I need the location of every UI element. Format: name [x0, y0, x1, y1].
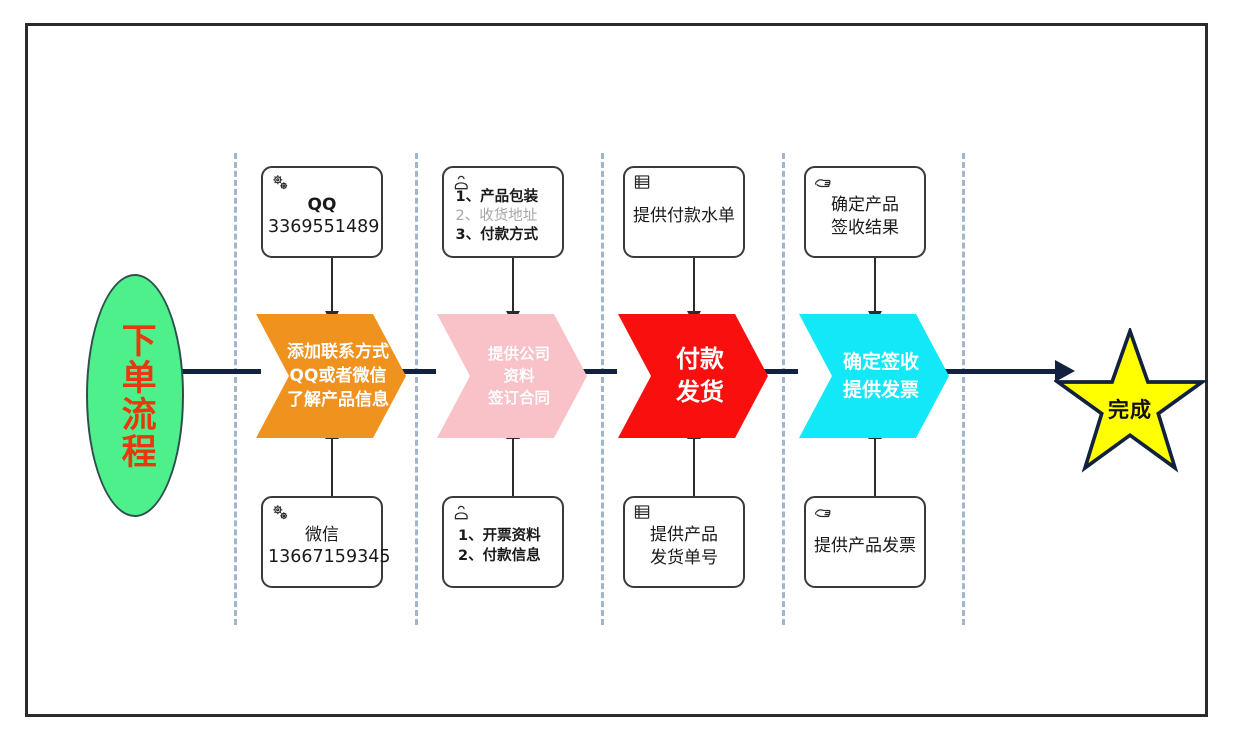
lane-divider-4 [782, 153, 785, 625]
stage-3-label: 付款 发货 [676, 343, 724, 409]
lane-divider-3 [601, 153, 604, 625]
document-list-icon [632, 172, 654, 194]
connector-stage4-to-end [909, 369, 1057, 374]
note-stage3-bottom-body: 提供产品 发货单号 [630, 524, 738, 569]
stage-line: 提供公司 [487, 345, 550, 363]
connector-end-arrowhead [1055, 360, 1075, 382]
stage-line: 资料 [503, 367, 535, 385]
stage-line: 提供发票 [842, 379, 919, 401]
start-node-label: 下单流程 [115, 321, 156, 470]
note-line: 1、产品包装 [455, 188, 539, 205]
stage-line: 签订合同 [487, 389, 550, 407]
connector-start-to-stage1 [156, 369, 261, 374]
note-line: 1、开票资料 [458, 528, 541, 545]
note-stage4-top-body: 确定产品 签收结果 [811, 194, 919, 239]
note-line: 2、付款信息 [458, 547, 541, 564]
vline-stage3-top [693, 258, 695, 314]
vline-stage4-bottom [874, 438, 876, 496]
note-stage2-bottom-body: 1、开票资料 2、付款信息 [440, 527, 566, 565]
gears-icon [270, 502, 292, 524]
note-line: 提供付款水单 [633, 206, 735, 227]
stage-4-label: 确定签收 提供发票 [843, 348, 919, 405]
note-stage3-top[interactable]: 提供付款水单 [623, 166, 745, 258]
note-line: 签收结果 [831, 217, 899, 238]
note-stage2-top-body: 1、产品包装 2、收货地址 3、付款方式 [443, 188, 564, 245]
lane-divider-2 [415, 153, 418, 625]
star-icon [1052, 325, 1208, 473]
end-node-label: 完成 [1108, 398, 1152, 422]
note-stage1-bottom[interactable]: 微信 13667159345 [261, 496, 391, 588]
stage-line: QQ或者微信 [289, 365, 387, 386]
note-line: 确定产品 [831, 195, 899, 216]
stage-2-label: 提供公司 资料 签订合同 [488, 343, 550, 409]
note-stage4-bottom-body: 提供产品发票 [811, 535, 919, 557]
stage-2-process[interactable]: 提供公司 资料 签订合同 [437, 314, 587, 438]
note-stage1-top[interactable]: QQ 3369551489 [261, 166, 383, 258]
stage-line: 了解产品信息 [287, 390, 389, 411]
lane-divider-5 [962, 153, 965, 625]
note-stage3-bottom[interactable]: 提供产品 发货单号 [623, 496, 745, 588]
stage-1-process[interactable]: 添加联系方式 QQ或者微信 了解产品信息 [256, 314, 406, 438]
pointing-hand-icon [813, 172, 835, 194]
note-stage1-bottom-body: 微信 13667159345 [268, 524, 391, 570]
stage-line: 发货 [676, 378, 724, 406]
note-line: 提供产品发票 [814, 536, 916, 557]
stage-3-process[interactable]: 付款 发货 [618, 314, 768, 438]
note-line: 13667159345 [268, 547, 391, 568]
vline-stage4-top [874, 258, 876, 314]
start-node[interactable]: 下单流程 [86, 274, 184, 517]
note-stage4-bottom[interactable]: 提供产品发票 [804, 496, 926, 588]
end-node[interactable]: 完成 [1052, 325, 1208, 474]
note-line: QQ [307, 194, 337, 215]
vline-stage3-bottom [693, 438, 695, 496]
stage-line: 确定签收 [842, 350, 919, 373]
note-stage2-bottom[interactable]: 1、开票资料 2、付款信息 [442, 496, 564, 588]
vline-stage1-top [331, 258, 333, 314]
diagram-frame: 下单流程 QQ 3369551489 添加联系方式 QQ或者微信 了解产 [25, 23, 1208, 717]
note-line: 3369551489 [268, 217, 380, 238]
vline-stage2-top [512, 258, 514, 314]
note-line: 微信 [305, 524, 339, 545]
note-stage4-top[interactable]: 确定产品 签收结果 [804, 166, 926, 258]
note-stage3-top-body: 提供付款水单 [630, 205, 738, 227]
stage-4-process[interactable]: 确定签收 提供发票 [799, 314, 949, 438]
stage-line: 付款 [676, 344, 724, 373]
note-line: 3、付款方式 [455, 227, 539, 244]
person-icon [451, 172, 473, 194]
document-list-icon [632, 502, 654, 524]
note-line: 发货单号 [650, 547, 718, 568]
person-icon [451, 502, 473, 524]
vline-stage2-bottom [512, 438, 514, 496]
note-line: 2、收货地址 [455, 207, 538, 224]
lane-divider-1 [234, 153, 237, 625]
note-line: 提供产品 [650, 525, 718, 546]
stage-1-label: 添加联系方式 QQ或者微信 了解产品信息 [287, 340, 389, 412]
vline-stage1-bottom [331, 438, 333, 496]
note-stage2-top[interactable]: 1、产品包装 2、收货地址 3、付款方式 [442, 166, 564, 258]
pointing-hand-icon [813, 502, 835, 524]
stage-line: 添加联系方式 [287, 341, 389, 362]
gears-icon [270, 172, 292, 194]
note-stage1-top-body: QQ 3369551489 [268, 194, 380, 240]
